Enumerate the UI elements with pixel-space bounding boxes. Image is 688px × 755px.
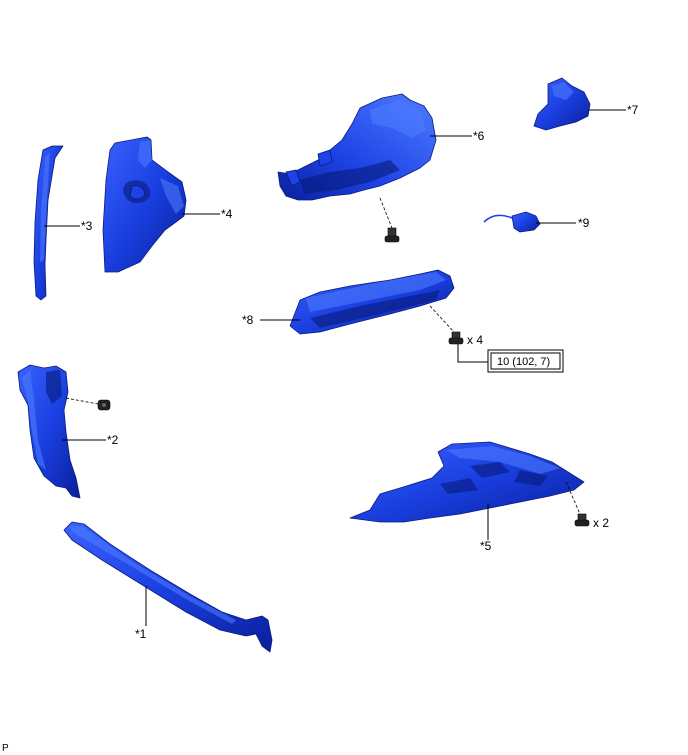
callout-2: *2 bbox=[107, 433, 119, 447]
part-7-bracket bbox=[533, 77, 591, 131]
part-9-clip bbox=[483, 211, 541, 233]
part-8-knee-panel bbox=[289, 269, 455, 335]
leader-lines bbox=[44, 109, 626, 626]
part-4-quarter-panel bbox=[102, 136, 187, 273]
callout-7: *7 bbox=[627, 103, 639, 117]
fastener-guides bbox=[65, 197, 581, 515]
callout-9: *9 bbox=[578, 216, 590, 230]
callout-3: *3 bbox=[81, 219, 93, 233]
part-6-lower-cover bbox=[277, 93, 437, 201]
part-5-lower-panel bbox=[349, 441, 585, 523]
torque-spec-box: 10 (102, 7) bbox=[487, 349, 564, 373]
callout-8: *8 bbox=[242, 313, 254, 327]
callout-5: *5 bbox=[480, 539, 492, 553]
callout-6: *6 bbox=[473, 129, 485, 143]
bolt-icon bbox=[384, 227, 400, 243]
fastener-count-lower-panel: x 2 bbox=[593, 516, 609, 530]
nut-icon bbox=[97, 399, 111, 411]
callout-4: *4 bbox=[221, 207, 233, 221]
bolt-icon bbox=[574, 513, 590, 527]
callout-1: *1 bbox=[135, 627, 147, 641]
bolt-icon bbox=[448, 331, 464, 345]
footer-code: P bbox=[2, 743, 9, 754]
torque-value: 10 (102, 7) bbox=[497, 356, 550, 368]
part-3-pillar-trim bbox=[33, 145, 64, 301]
part-1-scuff-plate bbox=[63, 521, 273, 653]
part-2-lower-side-trim bbox=[17, 364, 81, 499]
fastener-count-glove-box: x 4 bbox=[467, 333, 483, 347]
